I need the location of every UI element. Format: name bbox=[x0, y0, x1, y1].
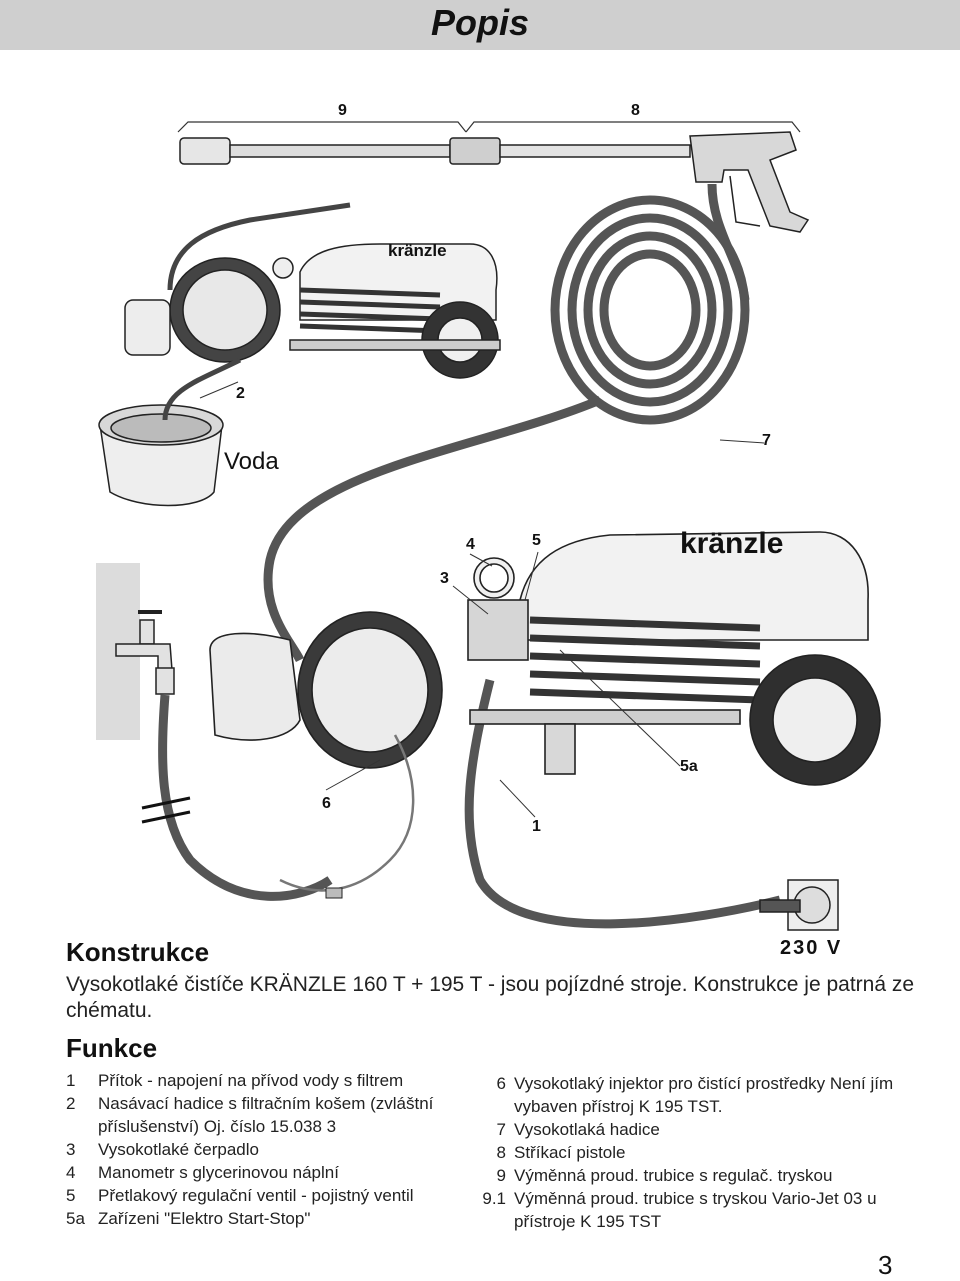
detergent-filter bbox=[325, 887, 343, 899]
voltage-label: 230 V bbox=[780, 937, 843, 959]
page-number: 3 bbox=[878, 1250, 893, 1280]
suction-hose bbox=[162, 202, 351, 421]
leader-lines bbox=[199, 381, 765, 818]
item-number: 9 bbox=[496, 1166, 506, 1185]
item-text: Manometr s glycerinovou náplní bbox=[98, 1163, 339, 1182]
item-number: 8 bbox=[496, 1143, 506, 1162]
list-item: 9.1 Výměnná proud. trubice s tryskou Vari… bbox=[474, 1187, 894, 1233]
water-label: Voda bbox=[224, 448, 279, 475]
item-text: Přetlakový regulační ventil - pojistný v… bbox=[98, 1186, 414, 1205]
page-title: Popis bbox=[430, 2, 529, 43]
pressure-washer-diagram: kränzle bbox=[96, 121, 881, 931]
item-number: 2 bbox=[66, 1094, 76, 1113]
item-number: 5a bbox=[66, 1209, 85, 1228]
list-item: 6 Vysokotlaký injektor pro čistící prostř… bbox=[474, 1072, 894, 1118]
spray-lance bbox=[179, 137, 691, 165]
brand-logo-large: kränzle bbox=[680, 527, 783, 560]
list-item: 4 Manometr s glycerinovou náplní bbox=[66, 1161, 466, 1184]
item-text: Vysokotlaká hadice bbox=[514, 1120, 660, 1139]
list-item: 3 Vysokotlaké čerpadlo bbox=[66, 1138, 466, 1161]
item-number: 7 bbox=[496, 1120, 506, 1139]
item-number: 9.1 bbox=[482, 1189, 506, 1208]
callout-2: 2 bbox=[236, 385, 245, 402]
item-number: 1 bbox=[66, 1071, 76, 1090]
list-item: 1 Přítok - napojení na přívod vody s filt… bbox=[66, 1069, 466, 1092]
brand-logo-small: kränzle bbox=[388, 241, 447, 260]
item-text: Zařízeni "Elektro Start-Stop" bbox=[98, 1209, 311, 1228]
machine-small bbox=[124, 243, 501, 379]
item-text: Přítok - napojení na přívod vody s filtr… bbox=[98, 1071, 404, 1090]
item-number: 3 bbox=[66, 1140, 76, 1159]
list-item: 7 Vysokotlaká hadice bbox=[474, 1118, 894, 1141]
hose-coil bbox=[263, 183, 750, 663]
item-number: 5 bbox=[66, 1186, 76, 1205]
item-text: Vysokotlaké čerpadlo bbox=[98, 1140, 259, 1159]
callout-1: 1 bbox=[532, 818, 541, 835]
machine-large bbox=[209, 531, 881, 786]
hose-break-marks bbox=[141, 796, 191, 824]
callout-6: 6 bbox=[322, 795, 331, 812]
item-number: 6 bbox=[496, 1074, 506, 1093]
header-bar bbox=[0, 0, 960, 50]
list-item: 9 Výměnná proud. trubice s regulač. trysk… bbox=[474, 1164, 894, 1187]
water-bucket bbox=[98, 404, 224, 507]
callout-3: 3 bbox=[440, 570, 449, 587]
callout-8: 8 bbox=[631, 102, 640, 119]
list-item: 5a Zařízeni "Elektro Start-Stop" bbox=[66, 1207, 466, 1230]
konstrukce-heading: Konstrukce bbox=[66, 937, 210, 967]
callout-9: 9 bbox=[338, 102, 347, 119]
item-text: Vysokotlaký injektor pro čistící prostře… bbox=[514, 1074, 894, 1116]
inlet-hose bbox=[158, 678, 782, 929]
power-socket bbox=[759, 879, 839, 931]
callout-5a: 5a bbox=[680, 758, 698, 775]
list-item: 5 Přetlakový regulační ventil - pojistný … bbox=[66, 1184, 466, 1207]
callout-7: 7 bbox=[762, 432, 771, 449]
list-item: 2 Nasávací hadice s filtračním košem (zvl… bbox=[66, 1092, 466, 1138]
item-number: 4 bbox=[66, 1163, 76, 1182]
funkce-heading: Funkce bbox=[66, 1033, 158, 1063]
item-text: Výměnná proud. trubice s regulač. trysko… bbox=[514, 1166, 833, 1185]
funkce-list-right: 6 Vysokotlaký injektor pro čistící prostř… bbox=[474, 1072, 894, 1233]
list-item: 8 Stříkací pistole bbox=[474, 1141, 894, 1164]
konstrukce-text: Vysokotlaké čistíče KRÄNZLE 160 T + 195 … bbox=[66, 973, 915, 1022]
detergent-hose bbox=[279, 734, 415, 892]
dimension-brackets bbox=[177, 121, 801, 133]
water-tap bbox=[115, 610, 175, 695]
item-text: Stříkací pistole bbox=[514, 1143, 626, 1162]
item-text: Výměnná proud. trubice s tryskou Vario-J… bbox=[514, 1189, 877, 1231]
spray-gun bbox=[689, 131, 810, 233]
callout-4: 4 bbox=[466, 536, 475, 553]
item-text: Nasávací hadice s filtračním košem (zvlá… bbox=[98, 1094, 434, 1136]
callout-5: 5 bbox=[532, 532, 541, 549]
funkce-list-left: 1 Přítok - napojení na přívod vody s filt… bbox=[66, 1069, 466, 1230]
